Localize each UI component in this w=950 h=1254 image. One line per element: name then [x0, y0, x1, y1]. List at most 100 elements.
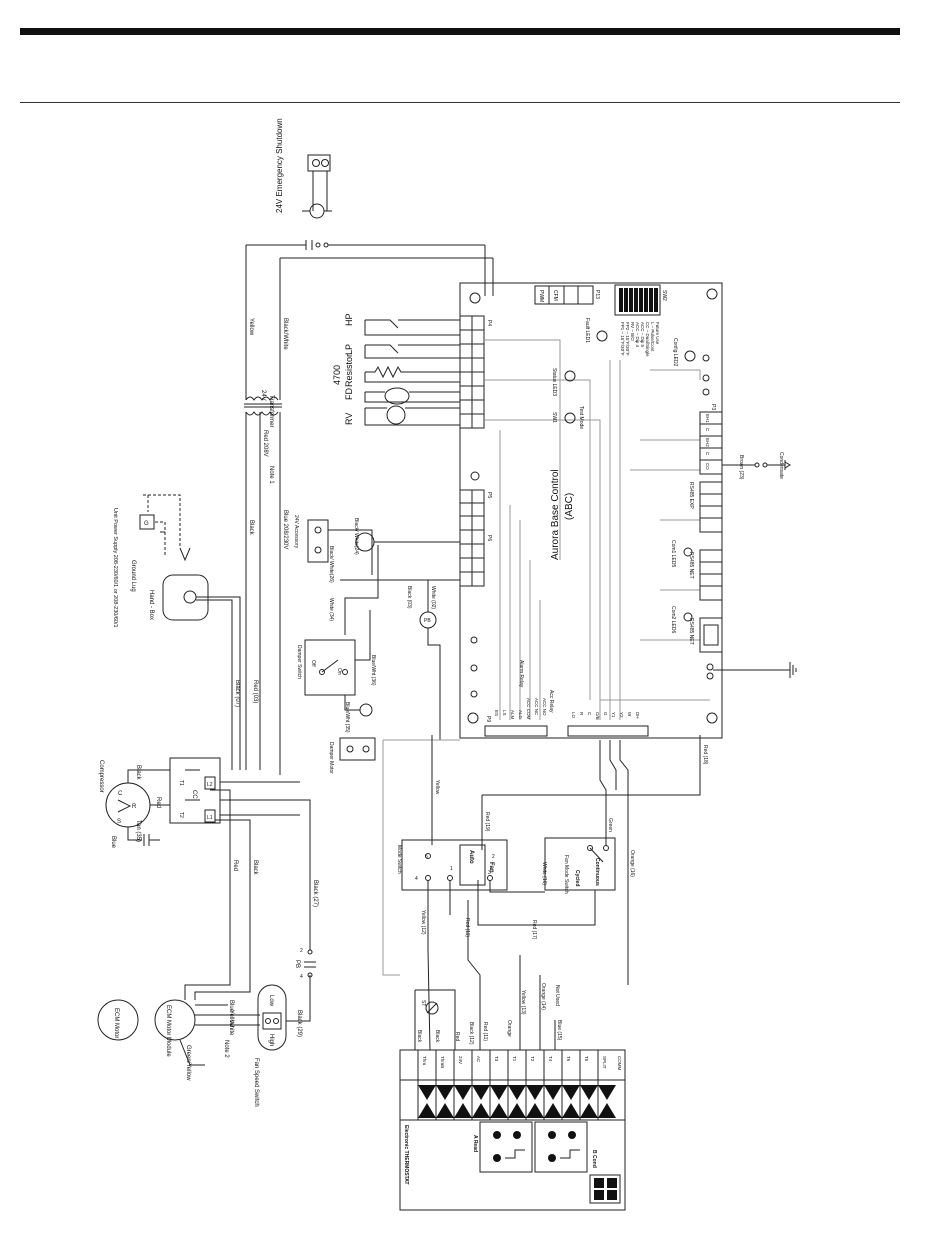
hp-switch: HP	[344, 313, 460, 336]
fd-label: FD	[344, 388, 354, 400]
rs485-net-label-a: RS485 NET	[688, 552, 694, 579]
svg-text:2: 2	[300, 948, 303, 954]
com2-led-label: Com2 LED6	[670, 606, 676, 633]
svg-text:L2: L2	[207, 782, 213, 788]
fan-label: Fan	[488, 862, 494, 873]
wire-label-compressor-red: Red	[155, 797, 161, 808]
com1-led: Com1 LED5	[670, 540, 693, 567]
svg-text:ThruB: ThruB	[440, 1056, 445, 1068]
rs485-exp: RS485 EXP	[688, 481, 723, 533]
wire-label-yellow: Yellow	[248, 318, 254, 336]
rs485-net-jack: RS485 NET	[688, 617, 723, 653]
fan-mode-switch-label: Fan Mode Switch	[563, 855, 569, 894]
acc-relay-label: Acc Relay	[548, 690, 554, 713]
svg-text:ALM: ALM	[510, 710, 515, 720]
svg-text:4: 4	[415, 876, 418, 882]
svg-text:W: W	[627, 712, 632, 717]
svg-text:ACC – Dip 5: ACC – Dip 5	[640, 322, 645, 348]
svg-text:EH1: EH1	[705, 414, 710, 423]
wire-label-black-ecm: Black	[252, 860, 258, 876]
blue-wht-36-label: Blue/Wht (36)	[370, 655, 376, 686]
pb-terminal: PB 24	[294, 948, 316, 980]
wire-label-ecm-yellow: Yellow	[228, 1010, 234, 1028]
p13-pwm-label: PWM	[538, 290, 544, 302]
svg-text:ACC NC: ACC NC	[534, 698, 539, 716]
config-led: Config LED2	[672, 338, 696, 367]
wire-label-red-03: Red (03)	[252, 680, 258, 703]
wire-label-blue: Blue	[110, 836, 116, 849]
fan-speed-high-label: High	[268, 1034, 274, 1046]
red-11b-label: Red (11)	[482, 1022, 488, 1041]
st-sensor: ST	[420, 1000, 439, 1015]
electronic-thermostat: Electronic THERMOSTAT Thru ThruB 24V AC …	[399, 1049, 626, 1211]
svg-text:PB: PB	[424, 618, 431, 624]
continuous-label: Continuous	[594, 858, 600, 886]
wire-label-tan-35: Tan (35)	[135, 820, 141, 842]
sw2-label: SW2	[661, 290, 667, 301]
red-19-label: Red (19)	[484, 812, 490, 832]
not-used-label: Not Used	[554, 985, 560, 1006]
wire-label-black-27: Black (27)	[312, 880, 318, 907]
svg-text:S: S	[117, 819, 121, 825]
blue-15-label: Blue (15)	[556, 1020, 562, 1041]
connector-p4: P4	[459, 315, 492, 429]
damper-off-label: Off	[310, 660, 316, 667]
svg-text:FP1 – 15°F/30°F: FP1 – 15°F/30°F	[620, 322, 625, 356]
svg-text:LO: LO	[571, 712, 576, 719]
svg-text:24V: 24V	[458, 1056, 463, 1064]
transformer-24v-label: 24V	[260, 390, 266, 401]
svg-text:T5: T5	[584, 1056, 589, 1062]
svg-text:G: G	[603, 712, 608, 716]
wire-label-note1: Note 1	[268, 466, 274, 484]
svg-text:Y1: Y1	[611, 712, 616, 718]
svg-text:T2: T2	[530, 1056, 535, 1062]
orange-label: Orange	[506, 1020, 512, 1037]
p13-cfm-label: CFM	[552, 290, 558, 301]
ground-lug-label: Ground Lug	[130, 560, 136, 592]
header-rule	[20, 28, 900, 35]
com1-led-label: Com1 LED5	[670, 540, 676, 567]
svg-text:Future Use: Future Use	[655, 322, 660, 345]
p3-label: P3	[710, 404, 716, 410]
wire-label-ecm-white: White	[228, 1020, 234, 1036]
svg-text:CO: CO	[705, 463, 710, 470]
svg-text:C: C	[705, 452, 710, 456]
fan-speed-low-label: Low	[268, 995, 274, 1007]
mode-switch: Auto Fan 4 5 1 2 3 Mode Switch	[396, 839, 508, 891]
reversing-valve: RV	[344, 405, 460, 426]
abc-subtitle: (ABC)	[564, 493, 575, 520]
compressor-label: Compressor	[98, 760, 104, 793]
svg-text:ACC – Dip 4: ACC – Dip 4	[635, 322, 640, 348]
emergency-shutdown-label: 24V Emergency Shutdown	[275, 118, 284, 213]
svg-text:T1: T1	[178, 780, 184, 786]
svg-text:Thru: Thru	[422, 1056, 427, 1066]
damper-switch-label: Damper Switch	[296, 645, 302, 679]
terminal-strip-p1: LO R C O/B G Y1 Y2 W DH	[567, 712, 649, 737]
fault-led-label: Fault LED1	[584, 318, 590, 343]
ecm-motor-label: ECM Motor	[113, 1008, 119, 1038]
sw1-test-mode[interactable]: SW1 Test Mode	[551, 406, 584, 429]
yellow-mode-label: Yellow	[434, 780, 440, 795]
damper-motor-label: Damper Motor	[328, 742, 334, 774]
freeze-detection: FD	[344, 387, 460, 405]
svg-text:3: 3	[488, 870, 491, 876]
svg-text:5: 5	[425, 854, 428, 860]
transformer-label: Transformer	[268, 395, 274, 427]
black-white-26-label: Black/ White(26)	[328, 546, 334, 583]
lp-label: LP	[344, 344, 354, 355]
white-02-label: White (02)	[430, 586, 436, 609]
black-thermostat-label: Black	[416, 1030, 422, 1043]
connector-p6: P6	[459, 529, 492, 587]
connector-p5: P5	[459, 489, 492, 531]
resistor: 4700 Resistor	[332, 354, 460, 387]
svg-text:ALG: ALG	[518, 710, 523, 720]
black-12-label: Black (12)	[468, 1022, 474, 1045]
svg-text:R: R	[579, 712, 584, 716]
thermostat-label: Electronic THERMOSTAT	[403, 1125, 409, 1185]
header-subrule	[20, 102, 900, 103]
status-led: Status LED3	[551, 368, 576, 396]
com2-led: Com2 LED6	[670, 606, 693, 633]
rs485-net-label-b: RS485 NET	[688, 618, 694, 645]
ground-lug: Ground Lug Hand - Box	[130, 547, 209, 621]
